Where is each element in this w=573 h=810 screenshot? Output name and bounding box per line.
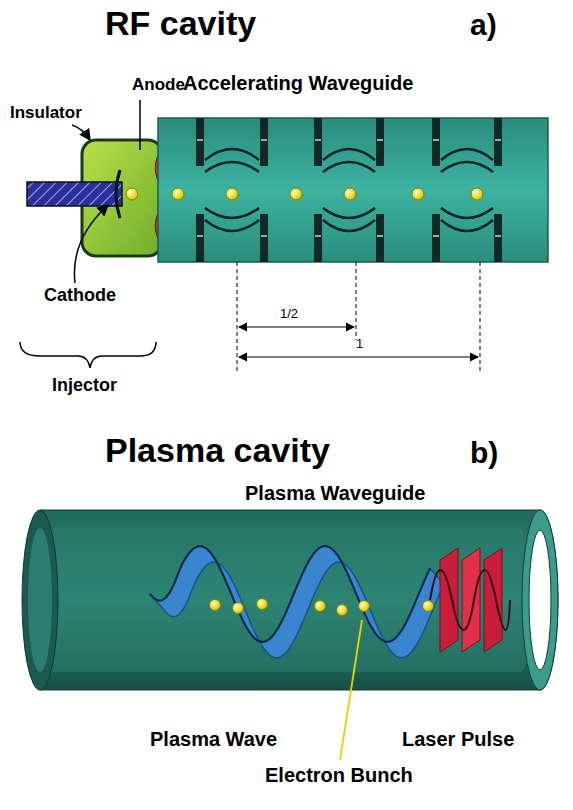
field-line <box>205 208 259 218</box>
field-line <box>441 208 493 218</box>
charge-mark <box>495 139 501 140</box>
part-name: Laser Pulse <box>402 728 514 750</box>
iris <box>260 118 268 166</box>
electron <box>126 188 138 200</box>
charge-mark <box>433 139 439 140</box>
part-name: Insulator <box>10 104 82 123</box>
field-line <box>205 162 259 172</box>
electron <box>423 601 434 612</box>
iris <box>376 214 384 262</box>
iris <box>432 214 440 262</box>
dimension: 1/2 <box>280 307 298 321</box>
charge-mark <box>377 235 383 236</box>
iris <box>314 214 322 262</box>
laser-pulse-front <box>462 548 480 652</box>
field-line <box>441 149 493 160</box>
iris <box>196 118 204 166</box>
electron <box>290 188 302 200</box>
group-name: Injector <box>52 376 117 396</box>
electron <box>172 188 184 200</box>
dimension: 1 <box>356 337 363 351</box>
part-name: Electron Bunch <box>265 764 413 786</box>
electron <box>359 601 370 612</box>
electron <box>412 188 424 200</box>
field-line <box>323 149 375 160</box>
electron <box>344 188 356 200</box>
charge-mark <box>495 235 501 236</box>
part-name: Anode <box>132 76 185 95</box>
iris <box>260 214 268 262</box>
iris <box>494 118 502 166</box>
panel-letter: a) <box>470 8 497 41</box>
iris <box>432 118 440 166</box>
electron <box>226 188 238 200</box>
panel-letter: b) <box>470 436 498 469</box>
field-line <box>441 162 493 172</box>
field-line <box>441 220 493 231</box>
charge-mark <box>433 235 439 236</box>
charge-mark <box>315 235 321 236</box>
field-line <box>323 208 375 218</box>
charge-mark <box>315 139 321 140</box>
heading: Plasma cavity <box>105 432 330 469</box>
charge-mark <box>261 139 267 140</box>
iris <box>196 214 204 262</box>
iris <box>376 118 384 166</box>
iris <box>314 118 322 166</box>
part-name: Plasma Waveguide <box>245 482 425 504</box>
electron <box>210 600 221 611</box>
electron <box>471 188 483 200</box>
field-line <box>205 149 259 160</box>
charge-mark <box>261 235 267 236</box>
field-line <box>323 220 375 231</box>
field-line <box>205 220 259 231</box>
laser-pulse-front <box>484 548 502 652</box>
heading: RF cavity <box>105 5 256 42</box>
part-name: Plasma Wave <box>150 728 277 750</box>
electron <box>337 605 348 616</box>
charge-mark <box>197 139 203 140</box>
laser-pulse-front <box>440 548 458 652</box>
electron <box>315 601 326 612</box>
field-line <box>323 162 375 172</box>
electron <box>233 603 244 614</box>
charge-mark <box>377 139 383 140</box>
part-name: Accelerating Waveguide <box>183 72 413 94</box>
laser-oscillation <box>430 570 510 630</box>
iris <box>494 214 502 262</box>
electron <box>257 599 268 610</box>
part-name: Cathode <box>44 286 116 306</box>
charge-mark <box>197 235 203 236</box>
